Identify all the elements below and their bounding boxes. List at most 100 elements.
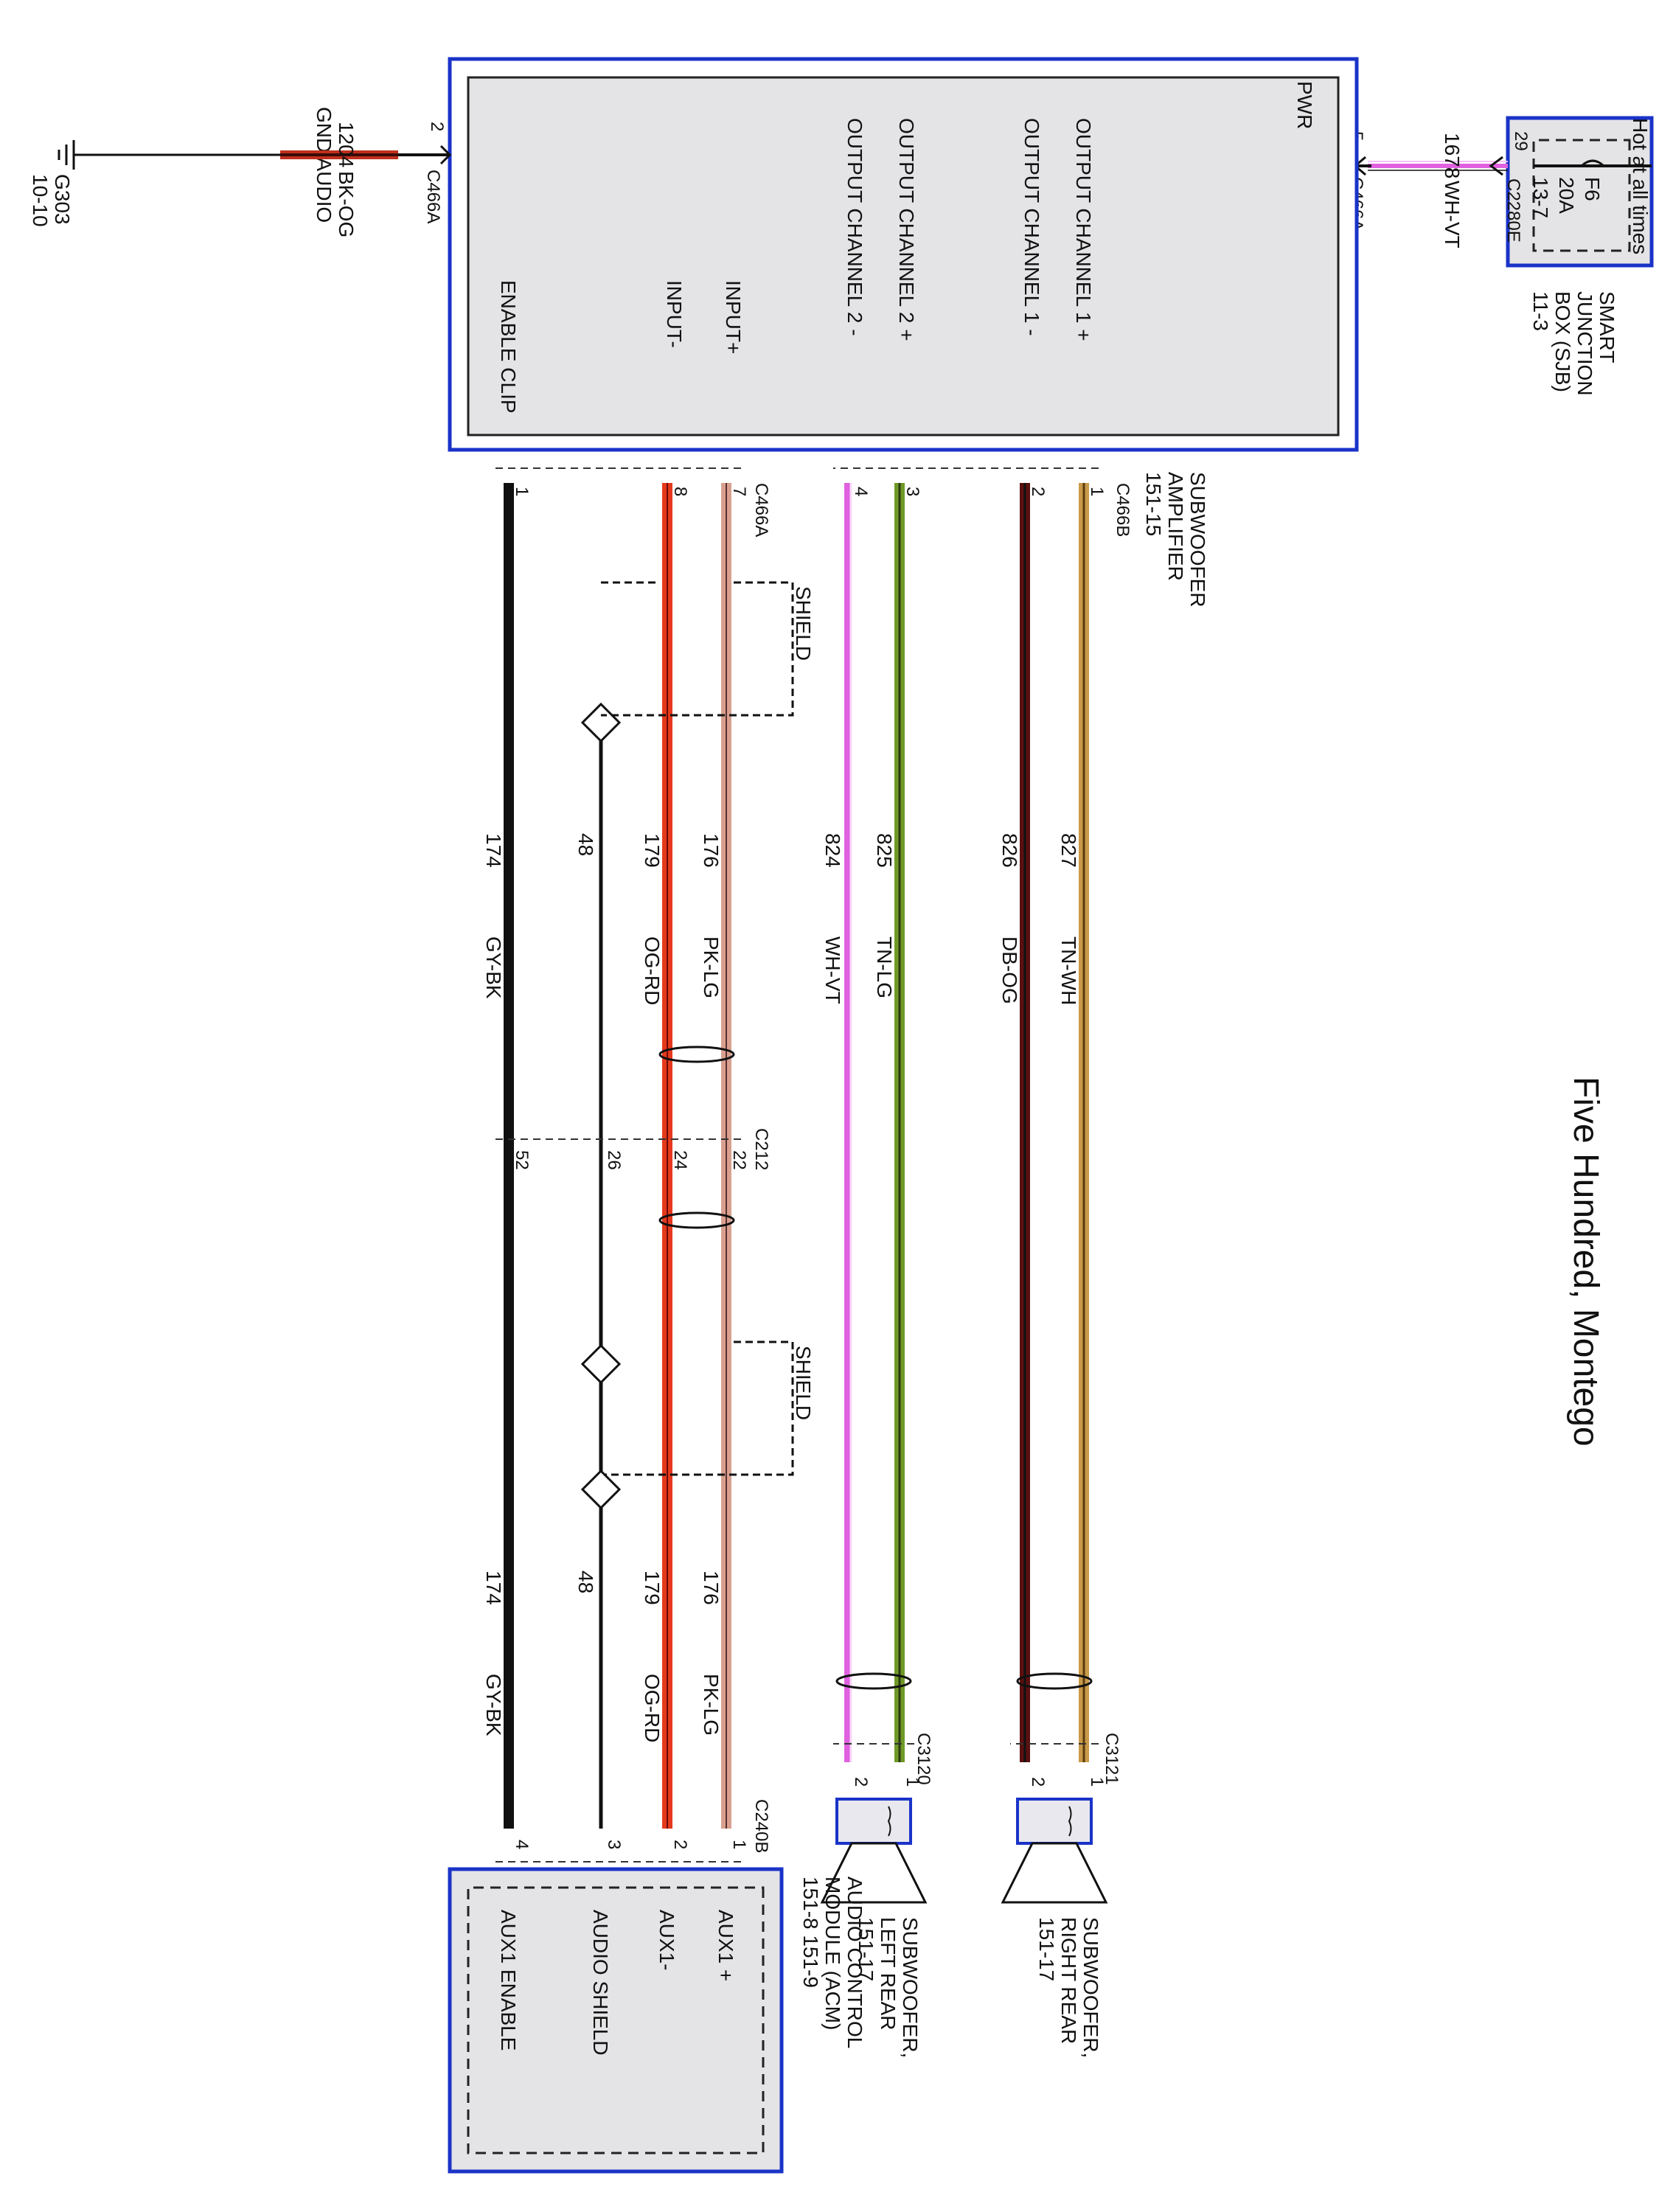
c212-connector: C212 bbox=[751, 1128, 771, 1170]
svg-text:SUBWOOFER,: SUBWOOFER, bbox=[1079, 1917, 1102, 2058]
svg-text:AUDIO SHIELD: AUDIO SHIELD bbox=[589, 1910, 612, 2056]
shield-2: SHIELD bbox=[605, 1340, 815, 1476]
svg-text:1: 1 bbox=[729, 1840, 749, 1849]
svg-text:AUX1-: AUX1- bbox=[655, 1910, 678, 1970]
svg-text:3: 3 bbox=[604, 1840, 624, 1849]
speaker-coil-icon bbox=[887, 1806, 891, 1837]
svg-text:1: 1 bbox=[902, 1777, 922, 1787]
ground-circuit: 1204 bbox=[335, 122, 358, 167]
subwoofer-amplifier: PWR OUTPUT CHANNEL 1 + OUTPUT CHANNEL 1 … bbox=[448, 57, 1359, 452]
svg-text:WH-VT: WH-VT bbox=[821, 936, 844, 1004]
pin-out-ch2-plus: OUTPUT CHANNEL 2 + bbox=[895, 118, 918, 341]
svg-text:176: 176 bbox=[700, 833, 723, 868]
svg-text:1: 1 bbox=[1087, 1777, 1107, 1787]
fuse-name: F6 bbox=[1581, 177, 1604, 201]
svg-text:151-17: 151-17 bbox=[1035, 1917, 1058, 1981]
svg-text:1: 1 bbox=[512, 487, 532, 496]
svg-text:3: 3 bbox=[902, 487, 922, 496]
sjb-pin: 29 bbox=[1511, 131, 1531, 151]
audio-control-module: AUX1 + AUX1- AUDIO SHIELD AUX1 ENABLE bbox=[448, 1867, 784, 2174]
svg-text:48: 48 bbox=[574, 1571, 597, 1593]
smart-junction-box: F6 20A 13-7 bbox=[1506, 116, 1654, 268]
pin-pwr-label: PWR bbox=[1293, 81, 1316, 129]
svg-text:1: 1 bbox=[1087, 487, 1107, 496]
output-wire-826: 826 DB-OG 2 2 bbox=[998, 483, 1048, 1787]
twist-marker bbox=[1016, 1672, 1093, 1690]
svg-text:827: 827 bbox=[1057, 833, 1080, 868]
svg-text:2: 2 bbox=[670, 1840, 690, 1849]
gnd-audio-label: GND AUDIO bbox=[313, 107, 335, 223]
pin-enable-clip: ENABLE CLIP bbox=[497, 280, 520, 414]
fuse-icon bbox=[1580, 159, 1605, 167]
left-speaker-connector: C3120 bbox=[914, 1733, 933, 1785]
svg-text:2: 2 bbox=[1028, 1777, 1048, 1787]
svg-text:2: 2 bbox=[851, 1777, 871, 1787]
output-wire-824: 824 WH-VT 4 2 bbox=[821, 483, 871, 1787]
output-wire-827: 827 TN-WH 1 1 bbox=[1057, 483, 1107, 1787]
svg-text:TN-WH: TN-WH bbox=[1057, 936, 1080, 1005]
svg-text:825: 825 bbox=[873, 833, 896, 868]
svg-text:48: 48 bbox=[574, 833, 597, 856]
svg-text:174: 174 bbox=[482, 833, 505, 868]
svg-text:179: 179 bbox=[641, 1571, 664, 1605]
svg-text:PK-LG: PK-LG bbox=[700, 936, 723, 998]
amplifier-name: SUBWOOFER AMPLIFIER 151-15 bbox=[1142, 472, 1209, 608]
svg-text:151-8 151-9: 151-8 151-9 bbox=[799, 1877, 822, 1988]
right-rear-subwoofer: SUBWOOFER, RIGHT REAR 151-17 bbox=[1001, 1798, 1108, 2058]
svg-text:GY-BK: GY-BK bbox=[482, 936, 505, 999]
svg-text:176: 176 bbox=[700, 1571, 723, 1605]
svg-text:SHIELD: SHIELD bbox=[792, 586, 815, 661]
power-color: WH-VT bbox=[1441, 181, 1464, 248]
acm-connector: C240B bbox=[751, 1799, 771, 1853]
speaker-coil-icon bbox=[1068, 1806, 1072, 1837]
svg-text:AUX1 +: AUX1 + bbox=[714, 1910, 737, 1981]
input-wire-179: 179 OG-RD 179 OG-RD 8 24 2 bbox=[641, 483, 690, 1849]
svg-text:52: 52 bbox=[512, 1150, 532, 1170]
diagram-title: Five Hundred, Montego bbox=[1566, 1077, 1605, 1447]
svg-text:OG-RD: OG-RD bbox=[641, 936, 664, 1005]
right-speaker-connector: C3121 bbox=[1102, 1733, 1121, 1785]
acm-name: AUDIO CONTROL MODULE (ACM) 151-8 151-9 bbox=[799, 1877, 866, 2048]
left-rear-subwoofer: SUBWOOFER, LEFT REAR 151-17 bbox=[820, 1798, 928, 2058]
svg-text:22: 22 bbox=[729, 1150, 749, 1170]
amp-output-connector: C466B bbox=[1113, 483, 1133, 537]
ground-ref: 10-10 bbox=[29, 174, 52, 227]
svg-text:BOX (SJB): BOX (SJB) bbox=[1551, 291, 1574, 392]
speaker-icon bbox=[1001, 1842, 1108, 1904]
svg-text:LEFT REAR: LEFT REAR bbox=[877, 1917, 900, 2031]
output-wire-825: 825 TN-LG 3 1 bbox=[873, 483, 922, 1787]
amp-input-connector: C466A bbox=[751, 483, 771, 537]
svg-text:DB-OG: DB-OG bbox=[998, 936, 1021, 1004]
svg-text:MODULE (ACM): MODULE (ACM) bbox=[821, 1877, 844, 2030]
svg-text:26: 26 bbox=[604, 1150, 624, 1170]
svg-text:179: 179 bbox=[641, 833, 664, 868]
pin-input-minus: INPUT- bbox=[663, 280, 686, 348]
pin-out-ch1-plus: OUTPUT CHANNEL 1 + bbox=[1072, 118, 1095, 341]
svg-text:2: 2 bbox=[1028, 487, 1048, 496]
power-wire: 1678 WH-VT 29 C2280E 5 C466A bbox=[1346, 131, 1531, 248]
ground-color: BK-OG bbox=[335, 171, 358, 237]
svg-text:AMPLIFIER: AMPLIFIER bbox=[1164, 472, 1187, 581]
ground-pin: 2 bbox=[427, 122, 447, 131]
ground-wire: 1204 BK-OG 2 C466A G303 10-10 bbox=[29, 122, 452, 237]
ground-name: G303 bbox=[51, 174, 74, 225]
svg-text:PK-LG: PK-LG bbox=[700, 1674, 723, 1736]
ground-connector: C466A bbox=[423, 170, 443, 223]
twist-marker bbox=[658, 1046, 735, 1063]
fuse-ref: 13-7 bbox=[1529, 177, 1552, 218]
input-wire-174: 174 GY-BK 174 GY-BK 1 52 4 bbox=[482, 483, 532, 1849]
hot-label: Hot at all times bbox=[1629, 118, 1652, 254]
svg-text:11-3: 11-3 bbox=[1529, 291, 1552, 331]
sjb-connector: C2280E bbox=[1503, 178, 1523, 243]
twist-marker bbox=[658, 1211, 735, 1229]
svg-text:4: 4 bbox=[512, 1840, 532, 1849]
svg-text:151-15: 151-15 bbox=[1142, 472, 1165, 536]
svg-text:SMART: SMART bbox=[1596, 291, 1618, 364]
svg-text:GY-BK: GY-BK bbox=[482, 1674, 505, 1736]
input-wire-176: 176 PK-LG 176 PK-LG 7 22 1 bbox=[700, 483, 749, 1849]
svg-text:824: 824 bbox=[821, 833, 844, 868]
svg-text:OG-RD: OG-RD bbox=[641, 1674, 664, 1742]
svg-text:SHIELD: SHIELD bbox=[792, 1346, 815, 1420]
